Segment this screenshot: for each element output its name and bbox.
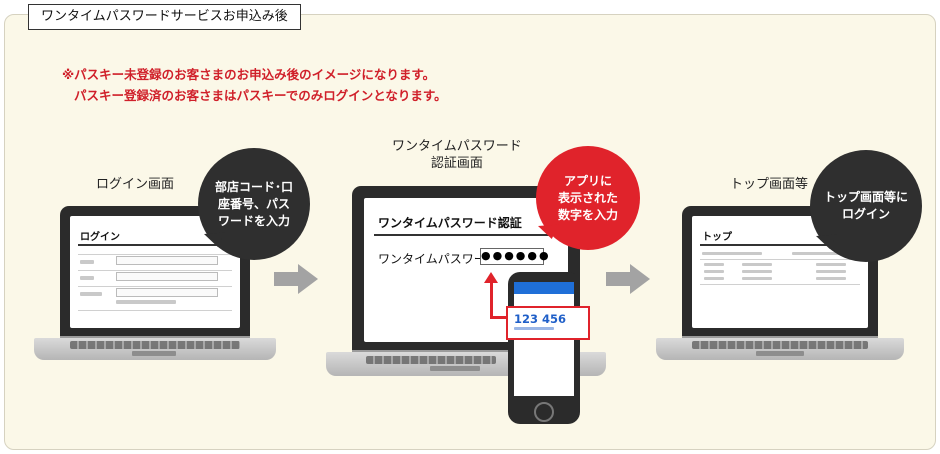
step1-speech-bubble: 部店コード･口 座番号、パス ワードを入力: [198, 148, 310, 260]
step2-speech-bubble: アプリに 表示された 数字を入力: [536, 146, 640, 250]
phone-otp-code: 123 456: [514, 312, 567, 326]
section-title-tab: ワンタイムパスワードサービスお申込み後: [28, 4, 301, 30]
otp-code-highlight: [506, 306, 590, 340]
top-screen: トップ: [692, 216, 868, 328]
screen-rule: [700, 244, 860, 246]
arrow-right-icon: [606, 272, 632, 286]
login-screen-title: ログイン: [80, 232, 120, 243]
screen-rule: [78, 244, 232, 246]
step2-caption: ワンタイムパスワード 認証画面: [392, 139, 522, 171]
arrow-right-icon-head: [630, 264, 650, 294]
note-text: ※パスキー未登録のお客さまのお申込み後のイメージになります。 パスキー登録済のお…: [62, 64, 447, 106]
top-screen-title: トップ: [702, 232, 732, 243]
step1-caption: ログイン画面: [96, 177, 175, 192]
phone-home-button: [534, 402, 554, 422]
arrow-right-icon-head: [298, 264, 318, 294]
otp-field-label: ワンタイムパスワード: [378, 252, 498, 266]
arrow-right-icon: [274, 272, 300, 286]
step3-speech-bubble: トップ画面等に ログイン: [810, 150, 922, 262]
pointer-line: [490, 282, 493, 318]
step3-caption: トップ画面等: [730, 177, 809, 192]
note-line-2: パスキー登録済のお客さまはパスキーでのみログインとなります。: [74, 88, 447, 103]
phone-app-header: [514, 282, 574, 294]
note-line-1: ※パスキー未登録のお客さまのお申込み後のイメージになります。: [62, 67, 436, 82]
arrow-up-icon: [484, 272, 498, 283]
login-screen: ログイン: [70, 216, 240, 328]
otp-input-field: ●●●●●●: [480, 248, 549, 265]
screen-rule: [374, 234, 558, 236]
otp-screen-title: ワンタイムパスワード認証: [378, 216, 522, 230]
